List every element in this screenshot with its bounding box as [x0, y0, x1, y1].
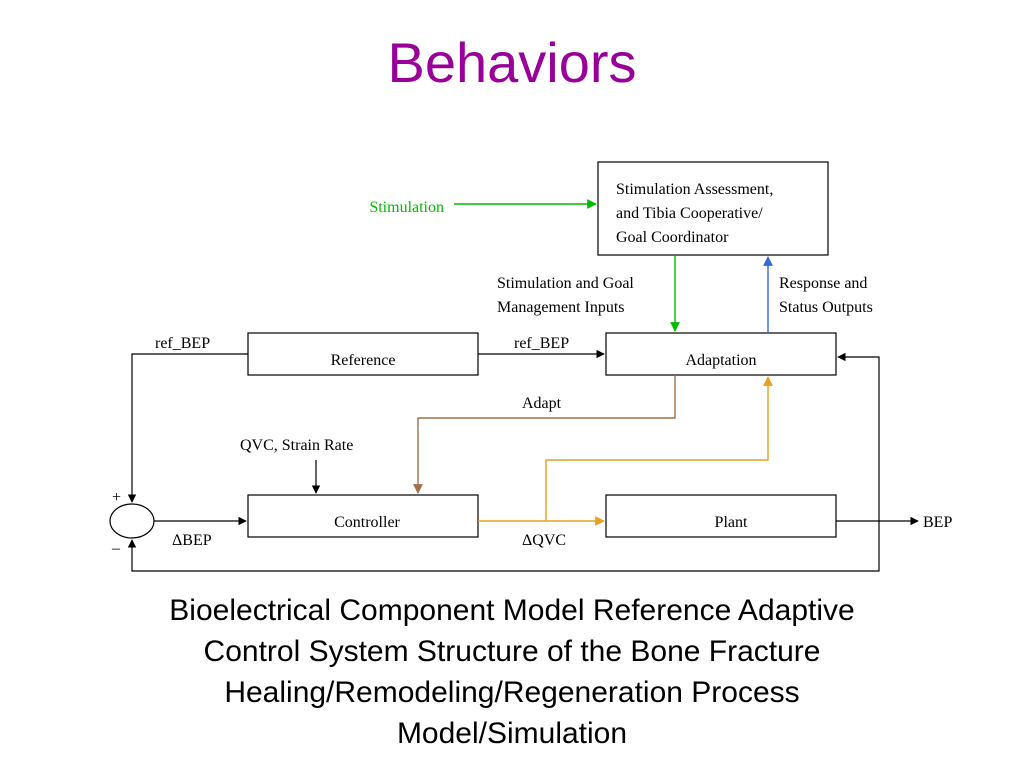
feedback-to-junction-arrow [127, 521, 880, 572]
bep-output-label: BEP [923, 514, 952, 531]
caption-line-4: Model/Simulation [396, 717, 628, 750]
adaptation-block [605, 332, 837, 376]
goal-inputs-label-line-1: Stimulation and Goal [497, 275, 634, 292]
delta-bep-label: ΔBEP [172, 532, 212, 549]
caption-line-2: Control System Structure of the Bone Fra… [203, 635, 821, 668]
reference-block [247, 332, 479, 376]
controller-block [247, 494, 479, 538]
reference-label: Reference [331, 352, 396, 369]
summing-junction [109, 503, 155, 539]
controller-label: Controller [334, 514, 400, 531]
ref-bep-left-label: ref_BEP [155, 335, 210, 352]
response-outputs-label-line-1: Response and [779, 275, 867, 292]
adapt-label: Adapt [522, 395, 562, 412]
coordinator-label-line-2: and Tibia Cooperative/ [616, 205, 763, 222]
delta-qvc-branch-arrow [545, 376, 773, 521]
caption-line-3: Healing/Remodeling/Regeneration Process [224, 676, 800, 709]
slide-title: Behaviors [387, 31, 637, 94]
coordinator-label-line-3: Goal Coordinator [616, 229, 729, 246]
adaptation-label: Adaptation [685, 352, 756, 369]
response-outputs-label-line-2: Status Outputs [779, 299, 873, 316]
plant-block [605, 494, 837, 538]
qvc-strain-rate-label: QVC, Strain Rate [240, 437, 353, 454]
feedback-to-adaptation-arrow [837, 352, 880, 521]
plant-label: Plant [715, 514, 748, 531]
coordinator-block [597, 161, 829, 256]
slide-caption: Bioelectrical Component Model Reference … [100, 590, 924, 754]
stimulation-label: Stimulation [369, 199, 444, 216]
ref-bep-feed-arrow [127, 353, 248, 503]
plus-sign: + [112, 489, 121, 506]
adapt-arrow [413, 375, 676, 494]
ref-bep-right-label: ref_BEP [514, 335, 569, 352]
minus-sign: – [111, 540, 121, 557]
delta-qvc-label: ΔQVC [522, 532, 566, 549]
goal-inputs-label-line-2: Management Inputs [497, 299, 625, 316]
coordinator-label-line-1: Stimulation Assessment, [616, 181, 773, 198]
caption-line-1: Bioelectrical Component Model Reference … [169, 594, 855, 627]
